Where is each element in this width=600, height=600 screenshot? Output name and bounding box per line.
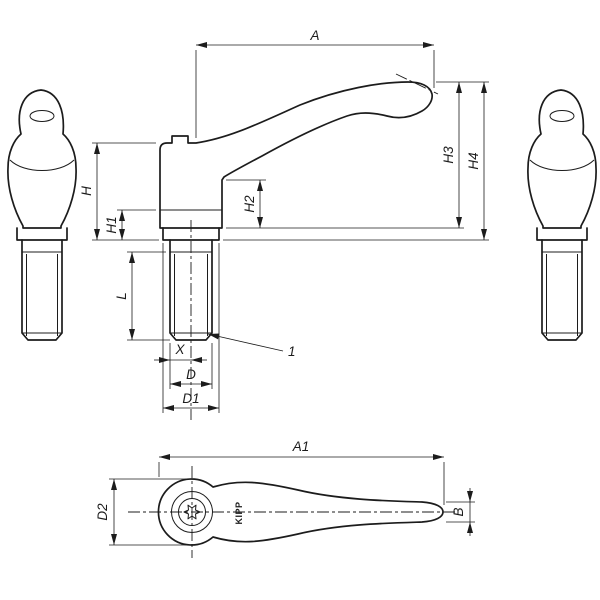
dimension-h1: H1: [104, 209, 156, 240]
dimension-b: B: [446, 488, 475, 536]
dimension-a1: A1: [158, 439, 445, 505]
dim-label-a: A: [309, 28, 319, 43]
dim-label-x: X: [174, 342, 185, 357]
tip-section-line: [395, 73, 439, 95]
dimension-h4: H4: [223, 82, 489, 241]
dimension-a: A: [195, 28, 435, 138]
dimension-h: H: [79, 142, 159, 241]
handle-top-outline: [157, 478, 444, 546]
brand-logo-text: KIPP: [234, 501, 244, 524]
dim-label-l: L: [114, 292, 129, 300]
extension-line: [92, 142, 159, 241]
top-view: KIPP A1 D2 B: [95, 439, 475, 558]
dimension-x: X: [154, 342, 207, 363]
extension-line: [195, 50, 435, 138]
dim-label-a1: A1: [292, 439, 310, 454]
dimension-d2: D2: [95, 478, 186, 546]
dim-label-h2: H2: [242, 195, 257, 213]
torx-socket-icon: [183, 504, 201, 520]
screw-head-circle: [178, 498, 206, 526]
callout-1: 1: [207, 333, 296, 359]
extension-line: [226, 179, 464, 229]
callout-label-1: 1: [288, 344, 296, 359]
extension-line: [162, 243, 220, 413]
dim-label-d2: D2: [95, 503, 110, 521]
left-side-view: [7, 89, 77, 341]
dim-label-h1: H1: [104, 216, 119, 233]
leader-line: [207, 333, 284, 352]
dim-label-b: B: [451, 507, 466, 516]
right-side-view: [527, 89, 597, 341]
dimension-d: D: [169, 343, 213, 389]
dimension-h2: H2: [226, 179, 464, 229]
dim-label-h4: H4: [466, 152, 481, 169]
dimension-l: L: [114, 251, 170, 341]
extension-line: [158, 462, 445, 505]
boss-inner-circle: [171, 491, 213, 533]
washer-front: [162, 227, 220, 241]
extension-line: [127, 251, 170, 341]
extension-line: [109, 478, 186, 546]
front-view: A H H1 L H2 H3: [79, 28, 489, 420]
dimension-d1: D1: [162, 243, 220, 413]
dimension-h3: H3: [436, 81, 489, 228]
thread-minor-lines: [174, 254, 208, 336]
dim-label-d1: D1: [182, 391, 199, 406]
dim-label-h: H: [79, 186, 94, 196]
handle-front-outline: [159, 81, 433, 229]
dim-label-h3: H3: [441, 146, 456, 164]
dim-label-d: D: [186, 367, 196, 382]
